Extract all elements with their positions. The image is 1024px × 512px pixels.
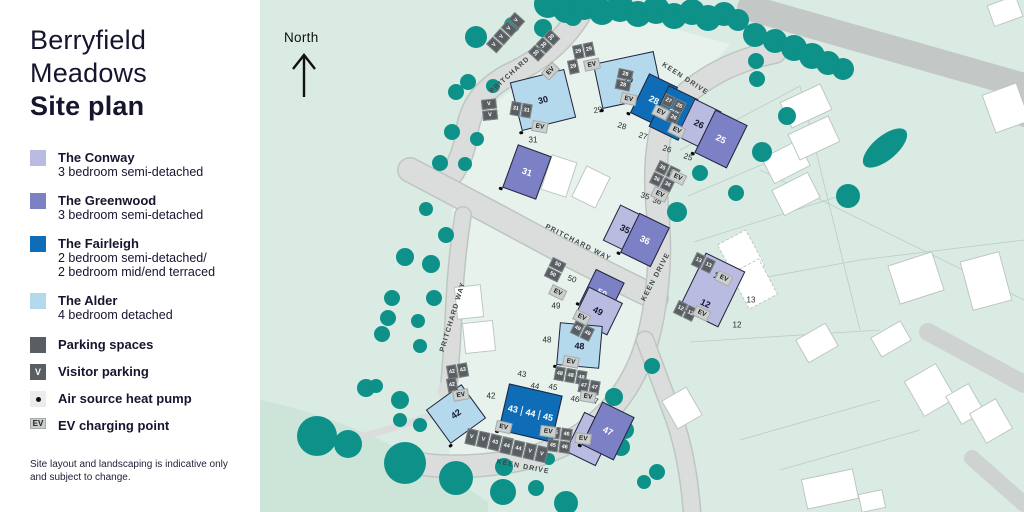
north-arrow-icon <box>292 53 316 97</box>
hedge-capsule <box>862 128 908 168</box>
fairleigh-swatch <box>30 236 46 252</box>
title-line3: Site plan <box>30 91 145 121</box>
existing-road <box>737 0 1024 99</box>
garden-12: 12 <box>732 320 742 330</box>
conway-swatch <box>30 150 46 166</box>
plot-45-label: 45 <box>537 410 558 424</box>
title-line2: Meadows <box>30 58 147 88</box>
legend-item-ev: EV EV charging point <box>30 418 250 433</box>
alder-swatch <box>30 293 46 309</box>
garden-13: 13 <box>746 295 756 305</box>
legend: The Conway 3 bedroom semi-detached The G… <box>30 150 250 446</box>
legend-item-greenwood: The Greenwood 3 bedroom semi-detached <box>30 193 250 222</box>
pritchard-way-south[interactable] <box>441 207 471 393</box>
legend-item-conway: The Conway 3 bedroom semi-detached <box>30 150 250 179</box>
existing-road-se1 <box>919 323 1024 393</box>
title-line1: Berryfield <box>30 25 147 55</box>
garden-45: 45 <box>547 381 559 393</box>
greenwood-swatch <box>30 193 46 209</box>
heat-pump-icon <box>30 391 46 407</box>
visitor-parking-icon: V <box>30 364 46 380</box>
garden-42: 42 <box>486 391 496 401</box>
north-label: North <box>284 30 319 45</box>
existing-buildings <box>453 0 1024 512</box>
legend-item-alder: The Alder 4 bedroom detached <box>30 293 250 322</box>
garden-49: 49 <box>551 301 561 311</box>
heat-pump-dot <box>599 108 604 113</box>
garden-31: 31 <box>528 135 538 145</box>
disclaimer-text: Site layout and landscaping is indicativ… <box>30 459 228 483</box>
legend-panel: Berryfield Meadows Site plan The Conway … <box>0 0 260 512</box>
page-title: Berryfield Meadows Site plan <box>30 24 147 123</box>
ev-charging-icon: EV <box>30 418 46 429</box>
ev-point: EV <box>574 432 592 446</box>
pritchard-way-middle[interactable] <box>398 158 668 310</box>
parking-swatch <box>30 337 46 353</box>
garden-48: 48 <box>542 335 552 345</box>
ev-point: EV <box>539 425 557 439</box>
legend-item-visitor: V Visitor parking <box>30 364 250 380</box>
legend-item-parking: Parking spaces <box>30 337 250 353</box>
garden-43: 43 <box>516 368 528 380</box>
north-indicator: North <box>284 30 324 108</box>
legend-item-ashp: Air source heat pump <box>30 391 250 407</box>
legend-item-fairleigh: The Fairleigh 2 bedroom semi-detached/ 2… <box>30 236 250 279</box>
existing-road-se2 <box>964 450 1024 512</box>
